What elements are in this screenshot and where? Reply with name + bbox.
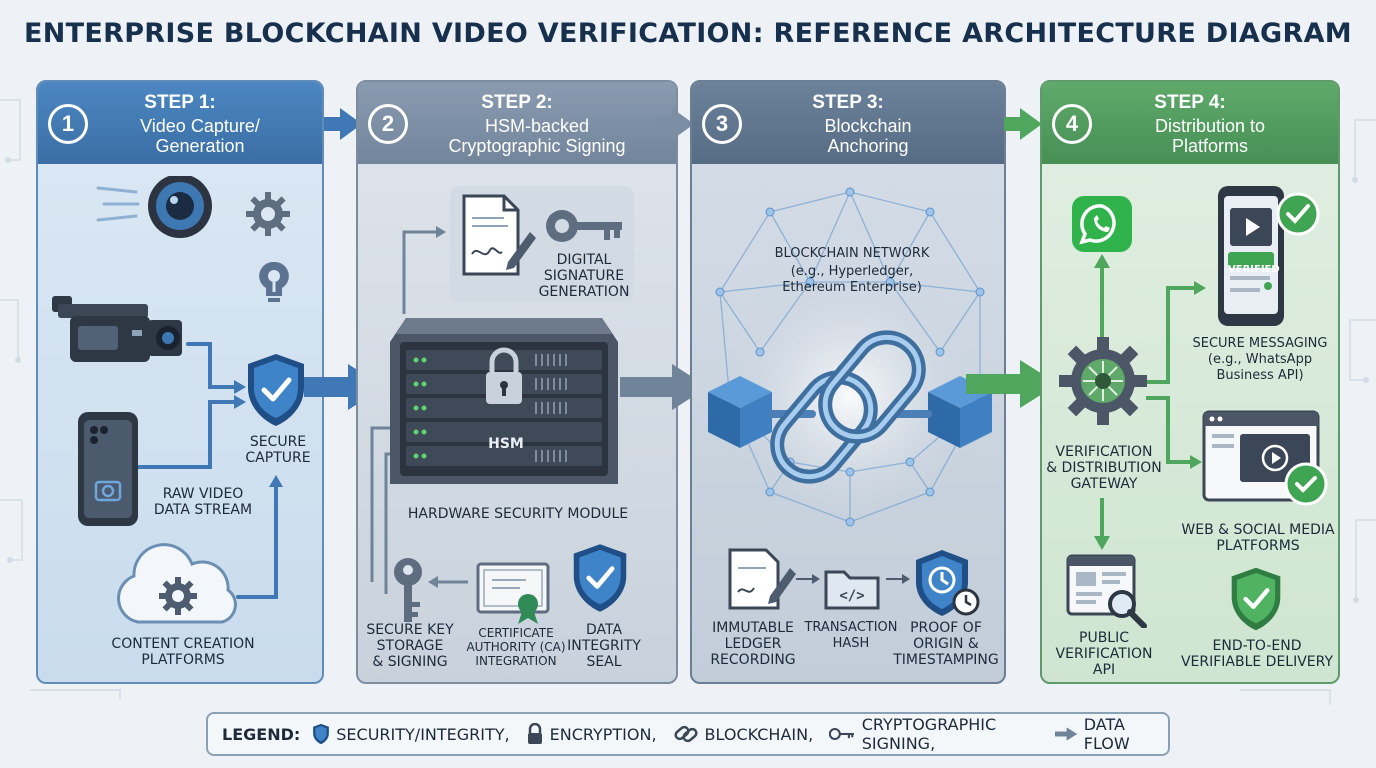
step-2-panel: 2 STEP 2: HSM-backed Cryptographic Signi… xyxy=(356,80,678,684)
step-3-number: 3 xyxy=(702,104,742,144)
hash-folder-icon: </> xyxy=(824,570,880,610)
step-3-label: STEP 3: xyxy=(812,92,884,113)
gateway-label: VERIFICATION & DISTRIBUTION GATEWAY xyxy=(1046,444,1162,492)
secure-key-label: SECURE KEY STORAGE & SIGNING xyxy=(366,622,454,670)
key-icon xyxy=(546,210,622,242)
key-icon xyxy=(829,727,855,741)
legend-item-security: SECURITY/INTEGRITY, xyxy=(312,723,510,745)
step-4-subtitle: Distribution to Platforms xyxy=(1154,116,1266,156)
step-4-header: 4 STEP 4: Distribution to Platforms xyxy=(1042,82,1338,164)
step-3-panel: 3 STEP 3: Blockchain Anchoring xyxy=(690,80,1006,684)
signed-document-icon xyxy=(462,194,536,276)
proof-of-origin-label: PROOF OF ORIGIN & TIMESTAMPING xyxy=(893,620,999,668)
step-1-label: STEP 1: xyxy=(144,92,216,113)
step-3-subtitle: Blockchain Anchoring xyxy=(824,116,912,156)
video-camera-icon xyxy=(52,296,182,362)
step-3-header: 3 STEP 3: Blockchain Anchoring xyxy=(692,82,1004,164)
certificate-authority-label: CERTIFICATE AUTHORITY (CA) INTEGRATION xyxy=(466,626,566,668)
step-2-subtitle: HSM-backed Cryptographic Signing xyxy=(448,116,626,156)
arrow-step3-to-step4-header xyxy=(1004,108,1042,140)
hsm-server-icon xyxy=(390,318,618,484)
legend-item-blockchain: BLOCKCHAIN, xyxy=(673,723,813,745)
verified-badge: VERIFIED xyxy=(1228,264,1280,275)
diagram-title: ENTERPRISE BLOCKCHAIN VIDEO VERIFICATION… xyxy=(24,18,1352,49)
verified-phone-icon xyxy=(1218,186,1320,326)
step-1-header: 1 STEP 1: Video Capture/ Generation xyxy=(38,82,322,164)
blockchain-network-subtitle: (e.g., Hyperledger, Ethereum Enterprise) xyxy=(782,264,922,295)
secure-key-icon xyxy=(394,558,422,622)
legend-item-data-flow: DATA FLOW xyxy=(1054,715,1160,753)
hsm-label: HSM xyxy=(488,436,524,452)
idea-icon xyxy=(259,261,289,302)
camera-lens-icon xyxy=(96,176,212,238)
small-arrow xyxy=(886,574,910,584)
cloud-gear-icon xyxy=(117,543,237,624)
immutable-ledger-label: IMMUTABLE LEDGER RECORDING xyxy=(710,620,796,668)
public-api-label: PUBLIC VERIFICATION API xyxy=(1055,630,1153,678)
arrow-step1-to-step2-header xyxy=(324,108,362,140)
shield-icon xyxy=(248,354,304,426)
legend: LEGEND: SECURITY/INTEGRITY, ENCRYPTION, … xyxy=(206,712,1170,756)
step-4-number: 4 xyxy=(1052,104,1092,144)
step-2-number: 2 xyxy=(368,104,408,144)
web-browser-icon xyxy=(1202,410,1328,506)
data-integrity-label: DATA INTEGRITY SEAL xyxy=(567,622,641,670)
step-2-label: STEP 2: xyxy=(481,92,553,113)
step-2-header: 2 STEP 2: HSM-backed Cryptographic Signi… xyxy=(358,82,676,164)
content-creation-label: CONTENT CREATION PLATFORMS xyxy=(111,636,255,668)
digital-signature-label: DIGITAL SIGNATURE GENERATION xyxy=(538,252,630,300)
gear-icon xyxy=(246,192,290,236)
arrow-step2-to-step3-header xyxy=(656,108,694,140)
lock-icon xyxy=(527,723,542,744)
step-4-label: STEP 4: xyxy=(1154,92,1226,113)
hsm-caption: HARDWARE SECURITY MODULE xyxy=(407,506,629,522)
secure-messaging-sublabel: (e.g., WhatsApp Business API) xyxy=(1207,352,1313,383)
arrow-blockchain-to-gateway xyxy=(966,360,1058,408)
step-1-flow-lines xyxy=(136,342,283,599)
secure-messaging-label: SECURE MESSAGING xyxy=(1192,336,1328,351)
transaction-hash-label: TRANSACTION HASH xyxy=(804,620,898,651)
shield-icon xyxy=(313,723,330,745)
smartphone-icon xyxy=(78,412,138,526)
step-1-number: 1 xyxy=(48,104,88,144)
svg-text:</>: </> xyxy=(839,588,864,604)
step-4-flow-lines xyxy=(1094,254,1206,550)
web-social-label: WEB & SOCIAL MEDIA PLATFORMS xyxy=(1181,522,1335,554)
gateway-gear-icon xyxy=(1059,337,1147,425)
blockchain-network-graphic xyxy=(708,187,992,527)
api-browser-icon xyxy=(1066,554,1147,628)
small-arrow xyxy=(796,574,820,584)
legend-item-signing: CRYPTOGRAPHIC SIGNING, xyxy=(829,715,1038,753)
step-1-panel: 1 STEP 1: Video Capture/ Generation xyxy=(36,80,324,684)
integrity-shield-icon xyxy=(573,544,627,612)
blockchain-network-title: BLOCKCHAIN NETWORK xyxy=(774,246,930,261)
ledger-document-icon xyxy=(728,548,796,610)
certificate-icon xyxy=(476,562,550,624)
step-4-panel: 4 STEP 4: Distribution to Platforms xyxy=(1040,80,1340,684)
step-1-subtitle: Video Capture/ Generation xyxy=(140,116,260,156)
end-to-end-label: END-TO-END VERIFIABLE DELIVERY xyxy=(1180,638,1334,670)
legend-item-encryption: ENCRYPTION, xyxy=(526,723,657,745)
legend-title: LEGEND: xyxy=(222,724,301,744)
arrow-icon xyxy=(1054,727,1077,741)
timestamp-shield-icon xyxy=(916,550,980,616)
secure-capture-label: SECURE CAPTURE xyxy=(245,434,311,466)
verified-shield-icon xyxy=(1231,567,1281,631)
chain-link-icon xyxy=(673,725,698,743)
raw-video-label: RAW VIDEO DATA STREAM xyxy=(153,486,253,518)
whatsapp-icon xyxy=(1072,196,1132,252)
